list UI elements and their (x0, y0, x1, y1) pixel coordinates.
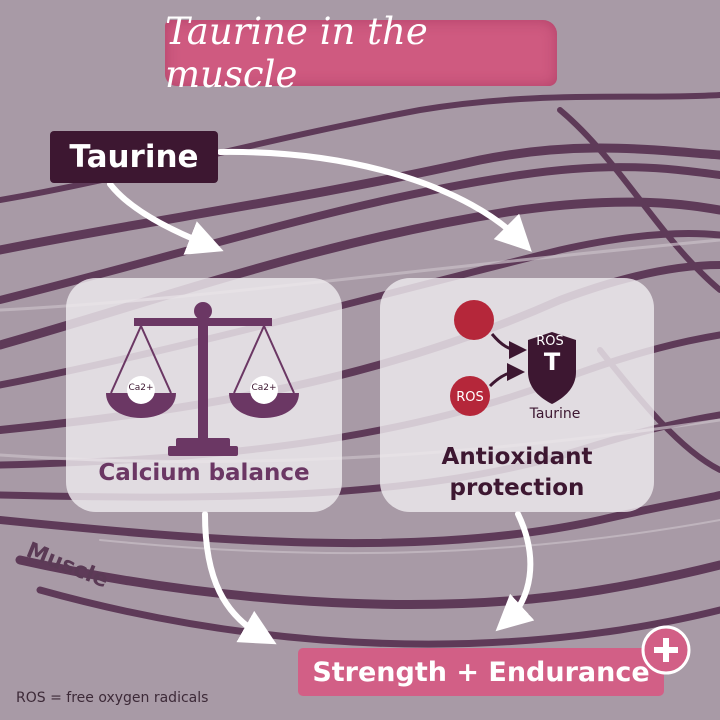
calcium-ion-right-label: Ca2+ (251, 383, 277, 393)
ros-top-label: ROS (536, 334, 564, 349)
arrow-calcium-to-result (202, 511, 277, 645)
result-box: Strength + Endurance (298, 648, 664, 696)
antioxidant-label-line1: Antioxidant (441, 444, 593, 470)
arrow-antioxidant-to-result (495, 511, 535, 632)
arrow-taurine-to-calcium (107, 181, 224, 255)
arrow-taurine-to-antioxidant (217, 148, 532, 252)
antioxidant-label-line2: protection (449, 475, 585, 501)
antioxidant-panel (380, 278, 654, 512)
footnote: ROS = free oxygen radicals (16, 690, 209, 706)
scale-icon (106, 302, 299, 456)
ros-top-icon (454, 300, 494, 340)
antioxidant-diagram (450, 300, 576, 416)
shield-caption: Taurine (529, 406, 581, 422)
calcium-balance-label: Calcium balance (98, 460, 310, 486)
calcium-ion-left-icon (127, 376, 155, 404)
plus-badge-icon (641, 625, 691, 675)
taurine-source-box: Taurine (50, 131, 218, 183)
calcium-ion-right-icon (250, 376, 278, 404)
shield-icon (528, 332, 576, 404)
antioxidant-label: Antioxidant protection (380, 442, 654, 504)
calcium-ion-left-label: Ca2+ (128, 383, 154, 393)
shield-letter: T (543, 348, 561, 376)
ros-bottom-label: ROS (456, 390, 484, 405)
ros-bottom-icon (450, 376, 490, 416)
title-banner (165, 20, 557, 86)
